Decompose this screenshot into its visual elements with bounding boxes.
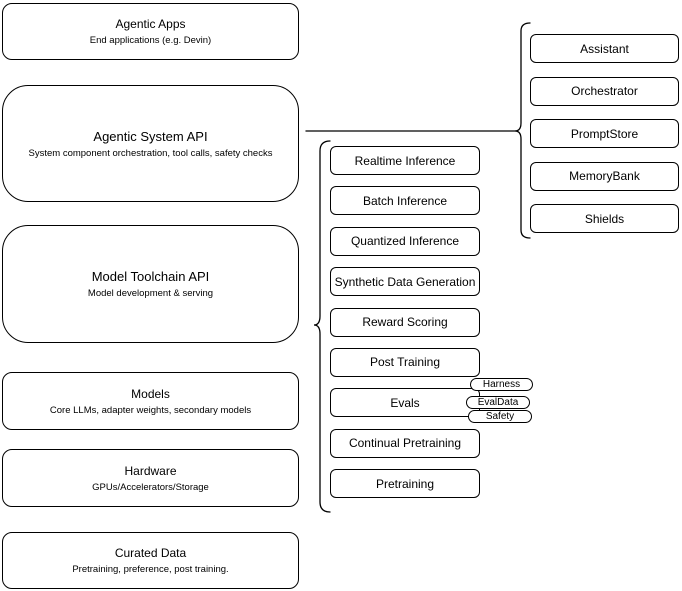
node-subtitle: Model development & serving — [87, 288, 214, 299]
component-node: Shields — [530, 204, 679, 233]
components-brace — [514, 22, 531, 239]
node-model-toolchain-api: Model Toolchain API Model development & … — [2, 225, 299, 343]
toolchain-node: Pretraining — [330, 469, 480, 499]
component-node: Assistant — [530, 34, 679, 63]
node-hardware: Hardware GPUs/Accelerators/Storage — [2, 449, 299, 507]
node-title: Agentic System API — [93, 128, 208, 144]
toolchain-node: Post Training — [330, 347, 480, 377]
node-agentic-system-api: Agentic System API System component orch… — [2, 85, 299, 202]
node-title: Curated Data — [114, 546, 187, 560]
eval-tag-pill: Safety — [468, 410, 532, 423]
node-agentic-apps: Agentic Apps End applications (e.g. Devi… — [2, 3, 299, 60]
toolchain-brace — [313, 140, 331, 513]
toolchain-node: Continual Pretraining — [330, 428, 480, 458]
toolchain-node: Batch Inference — [330, 186, 480, 216]
node-title: Agentic Apps — [115, 17, 186, 31]
eval-tag-pill: Harness — [470, 378, 533, 391]
toolchain-node: Reward Scoring — [330, 307, 480, 337]
toolchain-node: Quantized Inference — [330, 226, 480, 256]
eval-tag-pill: EvalData — [466, 396, 530, 409]
node-title: Models — [131, 386, 170, 401]
node-title: Hardware — [124, 463, 177, 478]
node-subtitle: End applications (e.g. Devin) — [89, 35, 212, 46]
component-node: PromptStore — [530, 119, 679, 148]
toolchain-node: Synthetic Data Generation — [330, 267, 480, 297]
node-subtitle: GPUs/Accelerators/Storage — [92, 481, 209, 493]
node-curated-data: Curated Data Pretraining, preference, po… — [2, 532, 299, 589]
component-node: MemoryBank — [530, 161, 679, 191]
node-subtitle: Core LLMs, adapter weights, secondary mo… — [49, 404, 252, 416]
node-subtitle: System component orchestration, tool cal… — [28, 147, 273, 159]
node-title: Model Toolchain API — [91, 269, 210, 284]
component-node: Orchestrator — [530, 76, 679, 106]
node-subtitle: Pretraining, preference, post training. — [72, 564, 229, 575]
node-models: Models Core LLMs, adapter weights, secon… — [2, 372, 299, 430]
toolchain-node: Realtime Inference — [330, 146, 480, 175]
toolchain-node: Evals — [330, 388, 480, 418]
